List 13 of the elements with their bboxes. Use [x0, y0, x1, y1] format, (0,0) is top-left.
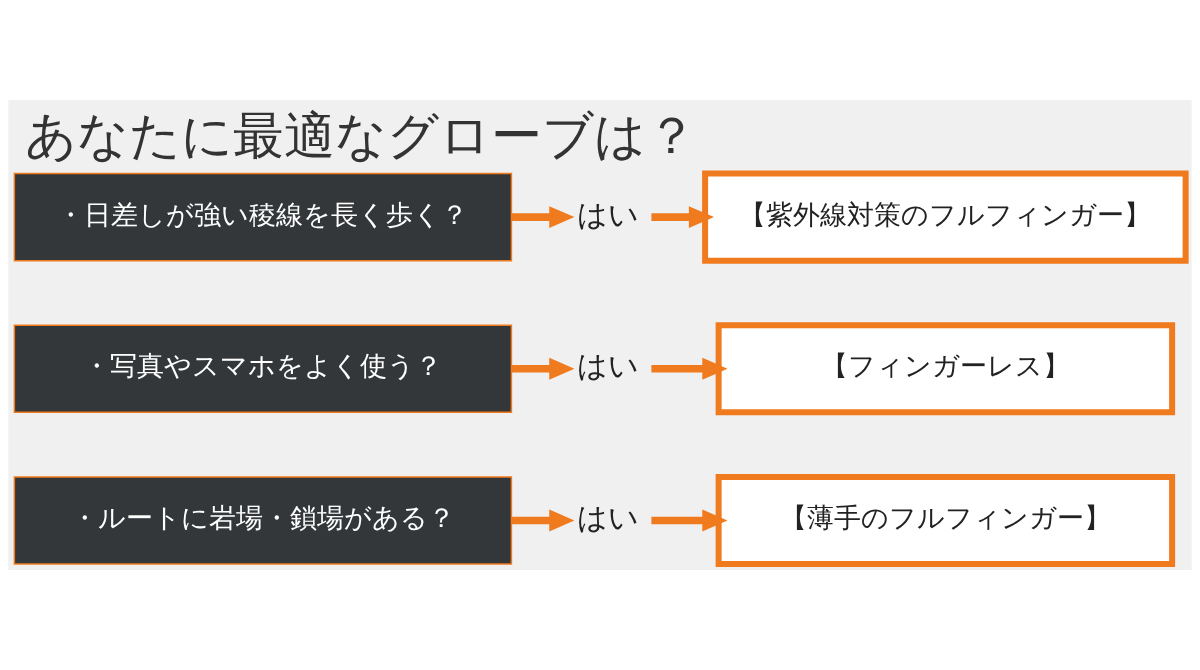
node-box: 【フィンガーレス】	[715, 322, 1176, 416]
node-box: 【紫外線対策のフルフィンガー】	[702, 170, 1189, 264]
node-text: はい	[577, 348, 640, 384]
node-box: ・ルートに岩場・鎖場がある？	[13, 476, 513, 565]
node-box: ・写真やスマホをよく使う？	[13, 324, 513, 414]
arrow	[511, 509, 575, 532]
node-text: はい	[577, 196, 640, 232]
node-text: はい	[577, 499, 640, 535]
node-box: ・日差しが強い稜線を長く歩く？	[13, 172, 513, 262]
diagram-title: あなたに最適なグローブは？	[25, 105, 698, 165]
arrow	[511, 206, 575, 229]
arrow	[511, 357, 575, 380]
node-box: 【薄手のフルフィンガー】	[715, 473, 1176, 567]
